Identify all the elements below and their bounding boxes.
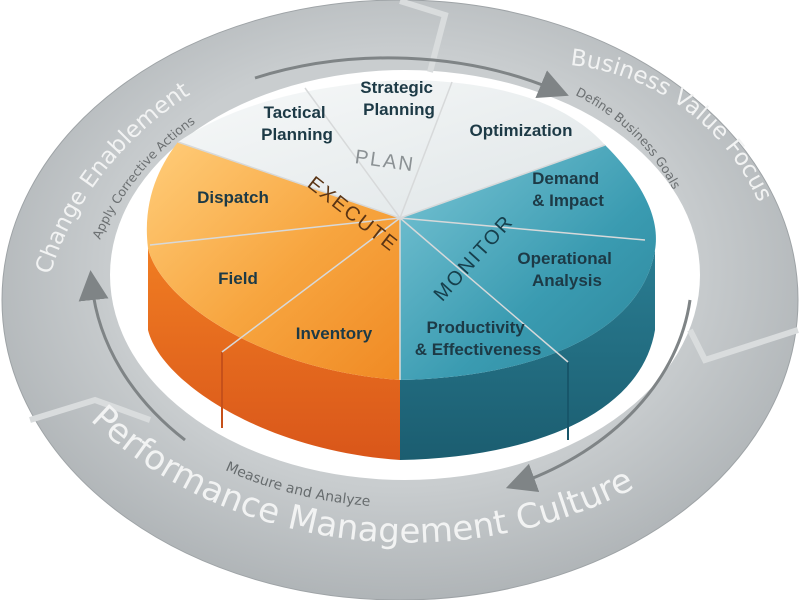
segment-tactical-planning: Tactical Planning [261, 103, 333, 144]
segment-field: Field [218, 269, 258, 288]
cycle-arrows [78, 56, 692, 492]
monitor-segment [400, 145, 656, 380]
arrow-bottom-right [505, 299, 692, 492]
execute-side [148, 248, 400, 460]
segment-demand-impact: Demand & Impact [532, 169, 604, 210]
arrow-left [78, 270, 186, 442]
plan-segment [178, 80, 605, 218]
arrow-top [254, 56, 569, 99]
segment-productivity-effectiveness: Productivity & Effectiveness [415, 318, 542, 359]
monitor-side [400, 250, 655, 460]
segment-strategic-planning: Strategic Planning [360, 78, 437, 119]
segment-operational-analysis: Operational Analysis [517, 249, 616, 290]
cylinder-top [146, 80, 656, 380]
segment-dispatch: Dispatch [197, 188, 269, 207]
segment-optimization: Optimization [470, 121, 573, 140]
segment-inventory: Inventory [296, 324, 373, 343]
execute-segment [146, 142, 400, 380]
cylinder-sides [148, 248, 655, 460]
